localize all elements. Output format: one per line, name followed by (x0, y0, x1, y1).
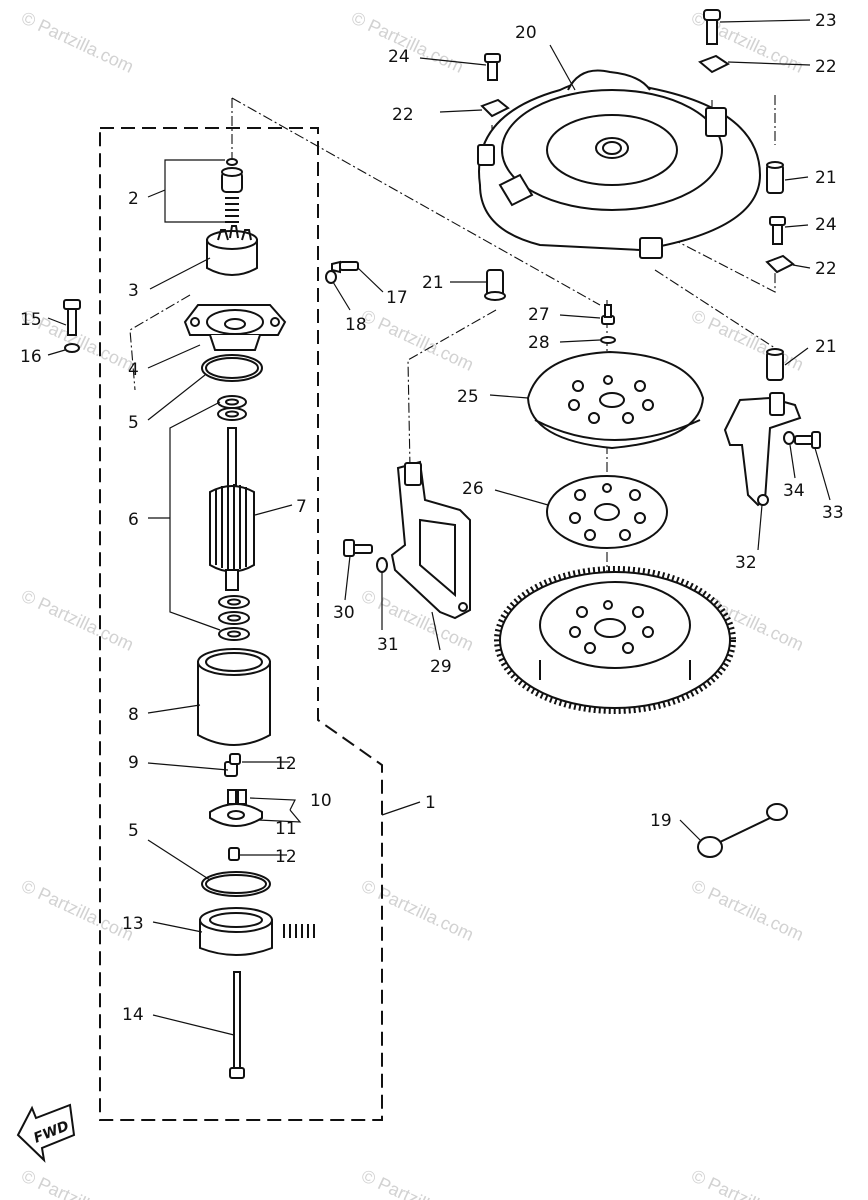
plate-part-25 (526, 350, 705, 450)
watermark: © Partzilla.com (18, 585, 136, 654)
callout-5b: 5 (128, 821, 139, 841)
watermark: © Partzilla.com (688, 1165, 806, 1200)
watermark: © Partzilla.com (688, 305, 806, 374)
bracket-part-29 (390, 460, 471, 620)
callout-21b: 21 (422, 273, 444, 293)
brush-holder-part-10 (209, 789, 263, 827)
grommet-part-22b (480, 98, 510, 118)
bolt-part-27 (601, 304, 615, 325)
o-ring-part-5b (201, 871, 271, 897)
callout-1: 1 (425, 793, 436, 813)
callout-29: 29 (430, 657, 452, 677)
flywheel-cover-part-20 (477, 69, 762, 259)
collar-part-21a (766, 161, 784, 194)
callout-9: 9 (128, 753, 139, 773)
callout-26: 26 (462, 479, 484, 499)
screw-part-23 (703, 9, 721, 45)
watermark: © Partzilla.com (358, 1165, 476, 1200)
screw-part-24b (769, 216, 786, 245)
watermark: © Partzilla.com (688, 875, 806, 944)
callout-24a: 24 (388, 47, 410, 67)
bolt-part-17 (331, 260, 359, 274)
callout-27: 27 (528, 305, 550, 325)
callout-10: 10 (310, 791, 332, 811)
callout-14: 14 (122, 1005, 144, 1025)
rear-bracket-part-13 (199, 907, 315, 956)
starter-assembly-boundary (99, 127, 383, 1121)
callout-21a: 21 (815, 168, 837, 188)
callout-33: 33 (822, 503, 844, 523)
o-ring-part-5a (201, 354, 263, 382)
watermark: © Partzilla.com (18, 1165, 136, 1200)
drive-pinion-part-3 (206, 225, 258, 276)
washer-part-18 (325, 270, 337, 284)
callout-17: 17 (386, 288, 408, 308)
callout-24b: 24 (815, 215, 837, 235)
watermark: © Partzilla.com (358, 305, 476, 374)
fwd-arrow-icon: FWD (16, 1103, 76, 1163)
callout-19: 19 (650, 811, 672, 831)
washers-part-6-lower (218, 595, 250, 641)
collar-part-21c (766, 348, 784, 381)
callout-25: 25 (457, 387, 479, 407)
callout-8: 8 (128, 705, 139, 725)
callout-28: 28 (528, 333, 550, 353)
lead-wire-part-19 (697, 803, 788, 858)
front-bracket-part-4 (183, 304, 287, 351)
collar-part-21b (484, 269, 506, 301)
callout-3: 3 (128, 281, 139, 301)
armature-part-7 (209, 427, 255, 591)
plate-part-26 (546, 475, 668, 549)
callout-12b: 12 (275, 847, 297, 867)
washer-part-34 (783, 431, 795, 445)
pinion-stop-part-2 (221, 158, 243, 223)
screw-part-24a (484, 53, 501, 81)
callout-23: 23 (815, 11, 837, 31)
callout-5a: 5 (128, 413, 139, 433)
brush-part-9 (224, 753, 241, 777)
callout-6: 6 (128, 510, 139, 530)
yoke-part-8 (197, 648, 271, 746)
bolt-part-33 (794, 431, 821, 449)
callout-12a: 12 (275, 754, 297, 774)
through-bolt-part-14 (229, 971, 245, 1079)
callout-15: 15 (20, 310, 42, 330)
callout-18: 18 (345, 315, 367, 335)
flywheel-ring-gear (494, 566, 736, 714)
callout-32: 32 (735, 553, 757, 573)
callout-11: 11 (275, 819, 297, 839)
callout-22c: 22 (815, 259, 837, 279)
bolt-part-30 (343, 539, 373, 557)
washer-part-28 (600, 336, 616, 344)
watermark: © Partzilla.com (18, 7, 136, 76)
washer-part-16 (64, 343, 80, 353)
grommet-part-22a (698, 54, 730, 74)
callout-labels: 1 2 3 4 5 5 6 7 8 9 10 11 12 12 13 14 15… (20, 11, 844, 1025)
callout-4: 4 (128, 360, 139, 380)
washer-part-31 (376, 557, 388, 573)
callout-34: 34 (783, 481, 805, 501)
callout-30: 30 (333, 603, 355, 623)
callout-22b: 22 (392, 105, 414, 125)
grommet-part-22c (765, 254, 795, 274)
bracket-part-32 (723, 392, 802, 507)
callout-22a: 22 (815, 57, 837, 77)
bolt-part-15 (63, 299, 81, 336)
watermark: © Partzilla.com (358, 875, 476, 944)
brush-part-12b (228, 847, 240, 861)
callout-13: 13 (122, 914, 144, 934)
leader-lines (47, 19, 831, 1036)
callout-16: 16 (20, 347, 42, 367)
callout-7: 7 (296, 497, 307, 517)
callout-20: 20 (515, 23, 537, 43)
watermark: © Partzilla.com (18, 875, 136, 944)
washers-part-6-upper (217, 395, 247, 421)
callout-31: 31 (377, 635, 399, 655)
callout-21c: 21 (815, 337, 837, 357)
callout-2: 2 (128, 189, 139, 209)
